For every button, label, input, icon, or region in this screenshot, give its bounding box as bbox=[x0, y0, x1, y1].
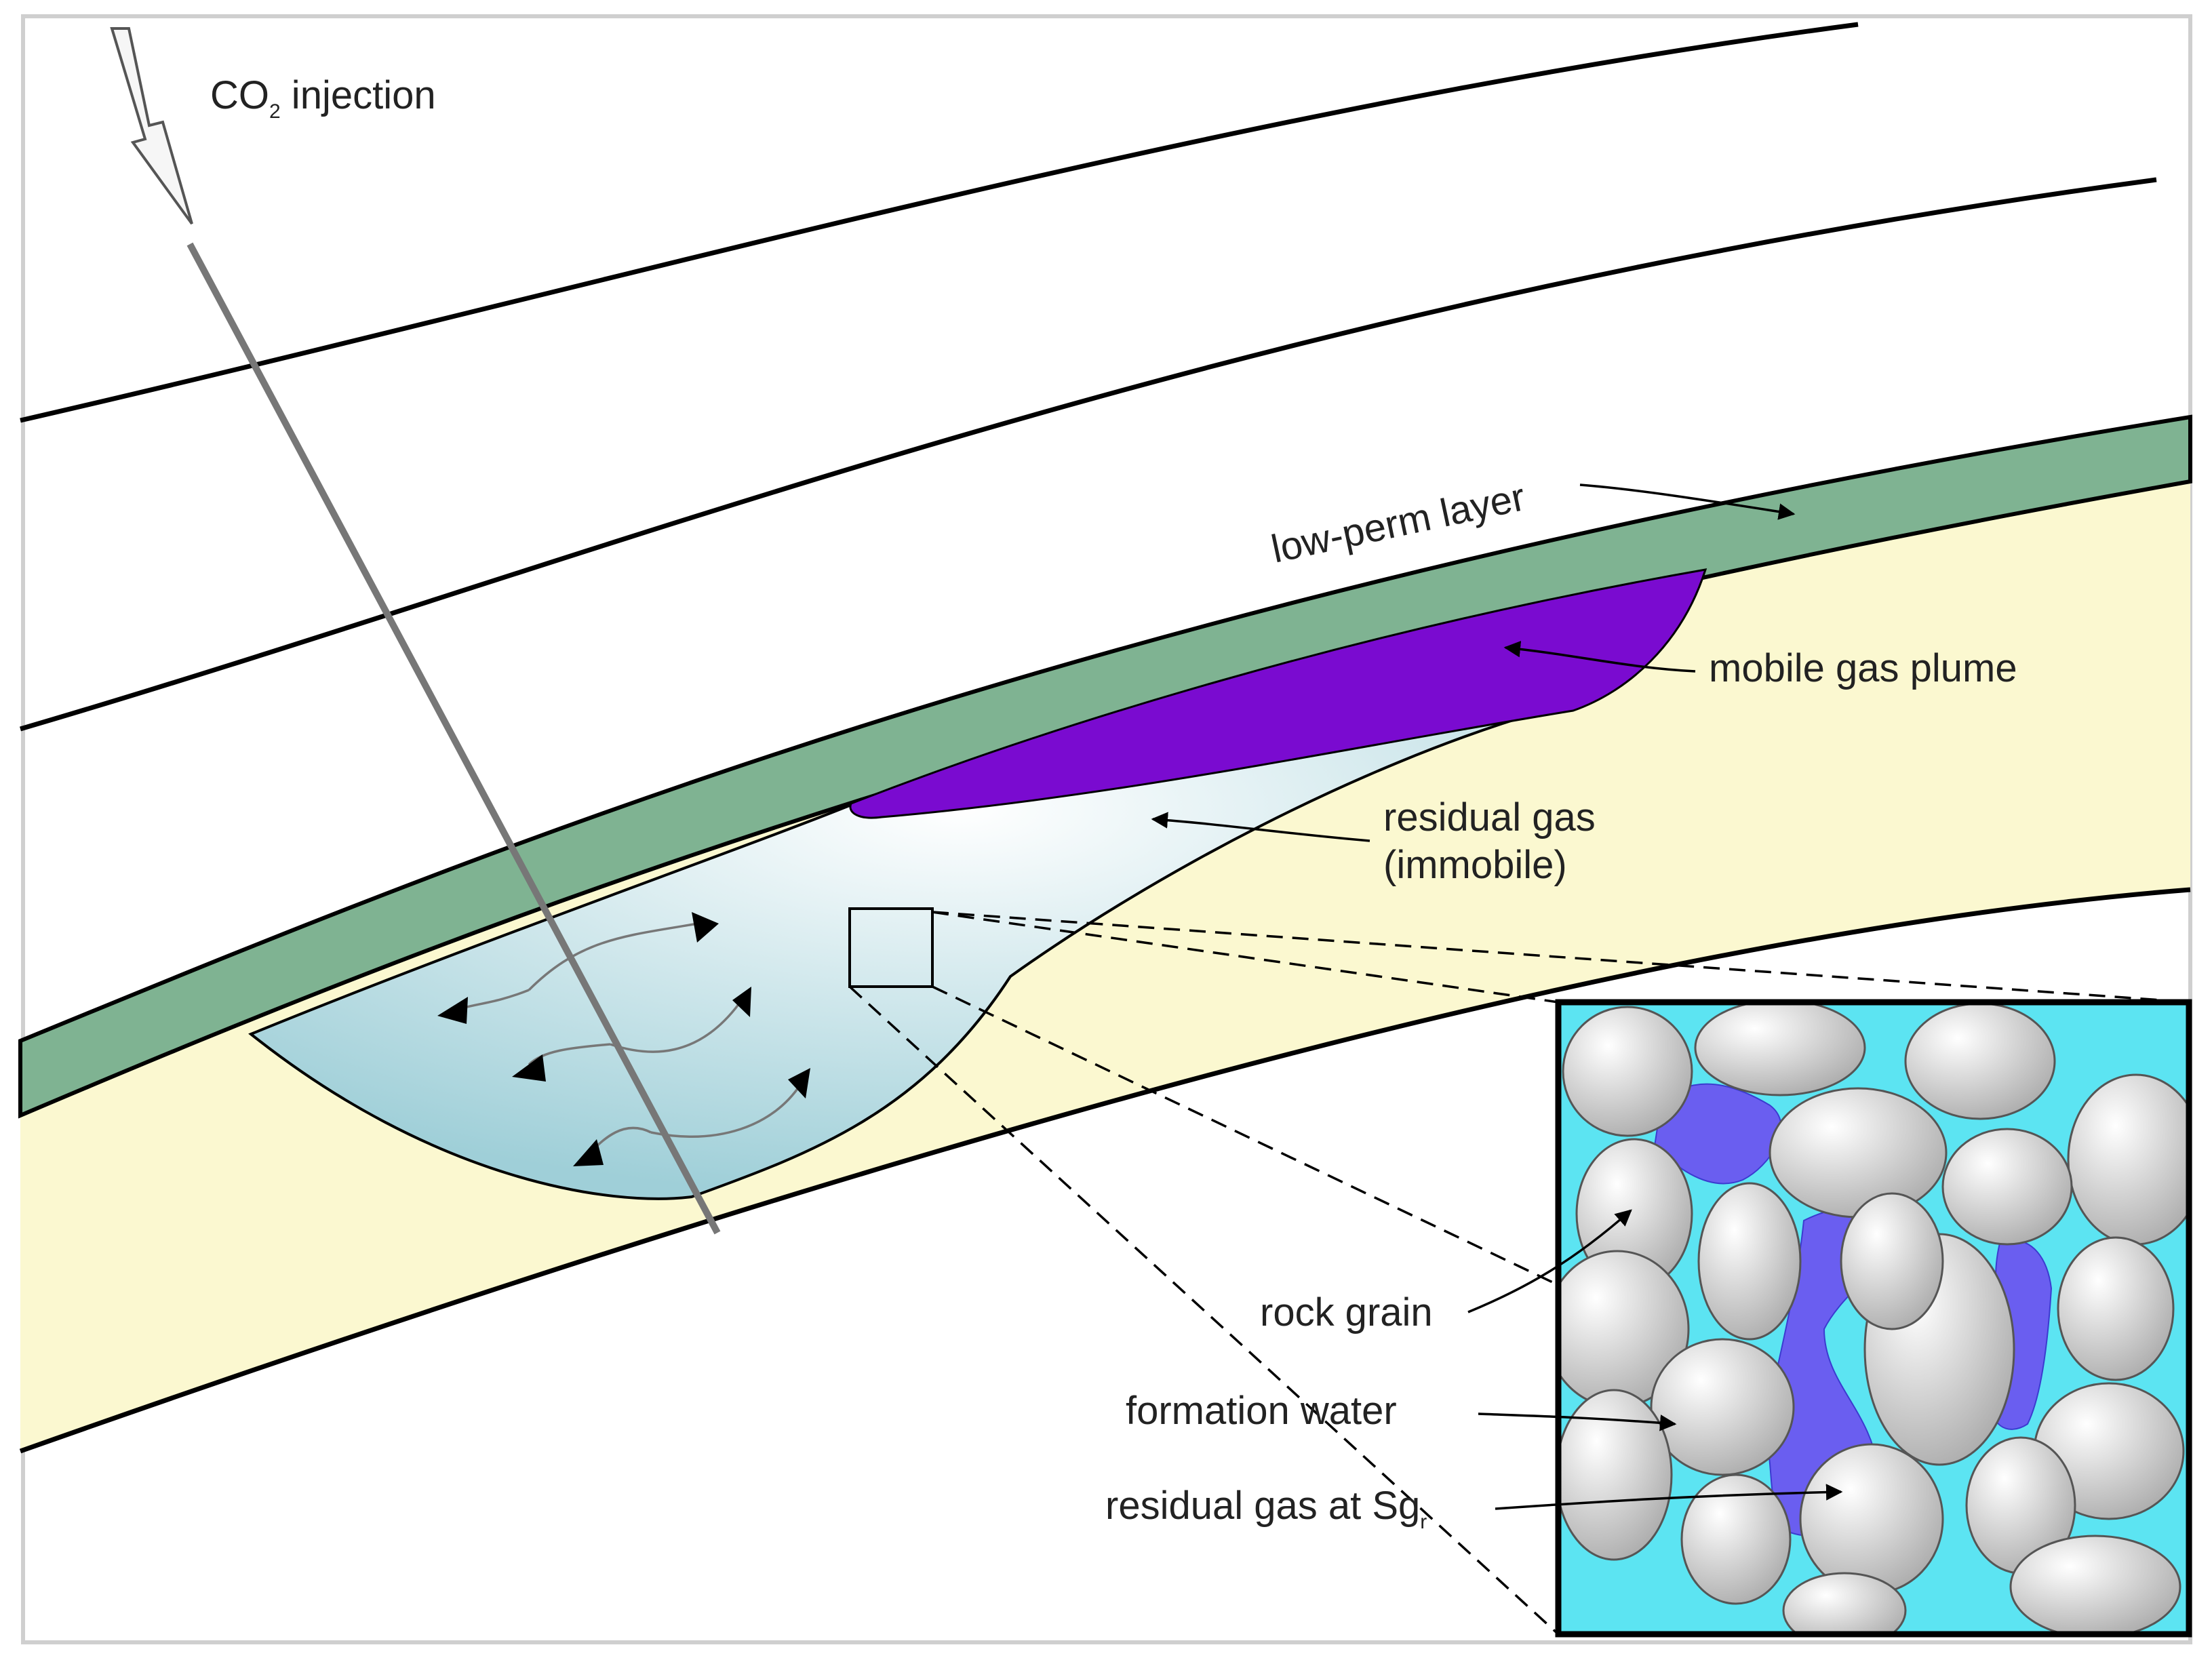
rock-grain bbox=[1769, 1087, 1948, 1219]
rock-grain bbox=[1697, 1182, 1802, 1341]
sample-box bbox=[848, 907, 934, 988]
residual-gas-sgr-label: residual gas at Sgr bbox=[1105, 1484, 1427, 1533]
flow-arrow-head bbox=[732, 987, 751, 1017]
flow-arrow-head bbox=[573, 1139, 604, 1166]
down-arrow-icon bbox=[110, 27, 193, 225]
formation-water-pointer bbox=[1478, 1412, 1677, 1431]
upper-formation-line-2 bbox=[20, 177, 2157, 732]
rock-grain-pointer bbox=[1467, 1209, 1632, 1313]
flow-arrow-head bbox=[512, 1054, 546, 1082]
mobile-gas-plume-pointer bbox=[1503, 641, 1696, 673]
rock-grain bbox=[1562, 1006, 1693, 1137]
mobile-gas-plume-label: mobile gas plume bbox=[1709, 646, 2017, 690]
reservoir-base-line bbox=[19, 887, 2191, 1454]
rock-grain bbox=[1904, 1002, 2056, 1120]
flow-arrow-head bbox=[437, 997, 468, 1024]
flow-arrow-line bbox=[528, 921, 706, 991]
rock-grain bbox=[1782, 1572, 1907, 1634]
rock-grain bbox=[1941, 1128, 2073, 1246]
residual-gas-region bbox=[248, 711, 1540, 1200]
rock-grain bbox=[1799, 1443, 1944, 1595]
formation-water-label: formation water bbox=[1126, 1389, 1397, 1433]
flow-arrow-line bbox=[528, 1043, 611, 1066]
flow-arrow-head bbox=[788, 1068, 810, 1099]
zoom-line bbox=[848, 985, 1560, 1636]
rock-grain bbox=[1680, 1473, 1792, 1605]
reservoir-layer bbox=[20, 481, 2190, 1451]
inset-border bbox=[1555, 999, 2192, 1638]
low-perm-layer-band bbox=[18, 414, 2192, 1119]
rock-grain-label: rock grain bbox=[1260, 1290, 1433, 1334]
low-perm-layer-pointer bbox=[1579, 483, 1796, 520]
rock-grain bbox=[2009, 1535, 2181, 1634]
residual-gas-pointer bbox=[1151, 812, 1370, 842]
rock-grain bbox=[1840, 1192, 1944, 1330]
flow-arrow-line bbox=[650, 1084, 802, 1138]
residual-gas-label-line2: (immobile) bbox=[1383, 843, 1567, 887]
co2-injection-label: CO2 injection bbox=[210, 73, 436, 123]
rock-grain bbox=[1650, 1338, 1795, 1476]
upper-formation-line-1 bbox=[20, 22, 1859, 423]
injection-well bbox=[186, 242, 721, 1235]
rock-grain bbox=[2067, 1073, 2189, 1246]
mobile-gas-plume bbox=[849, 568, 1707, 819]
zoom-line bbox=[932, 911, 2191, 1004]
zoom-line bbox=[932, 985, 1559, 1286]
pore-scale-inset bbox=[1555, 999, 2192, 1638]
residual-gas-sgr-pointer bbox=[1495, 1484, 1843, 1510]
zoom-line bbox=[932, 911, 1559, 1004]
rock-grain bbox=[2057, 1236, 2175, 1381]
flow-arrow-line bbox=[610, 1002, 740, 1053]
residual-gas-label-line1: residual gas bbox=[1383, 795, 1596, 839]
rock-grain bbox=[1558, 1389, 1673, 1561]
rock-grain bbox=[1694, 1002, 1866, 1096]
flow-arrow-head bbox=[692, 912, 719, 943]
